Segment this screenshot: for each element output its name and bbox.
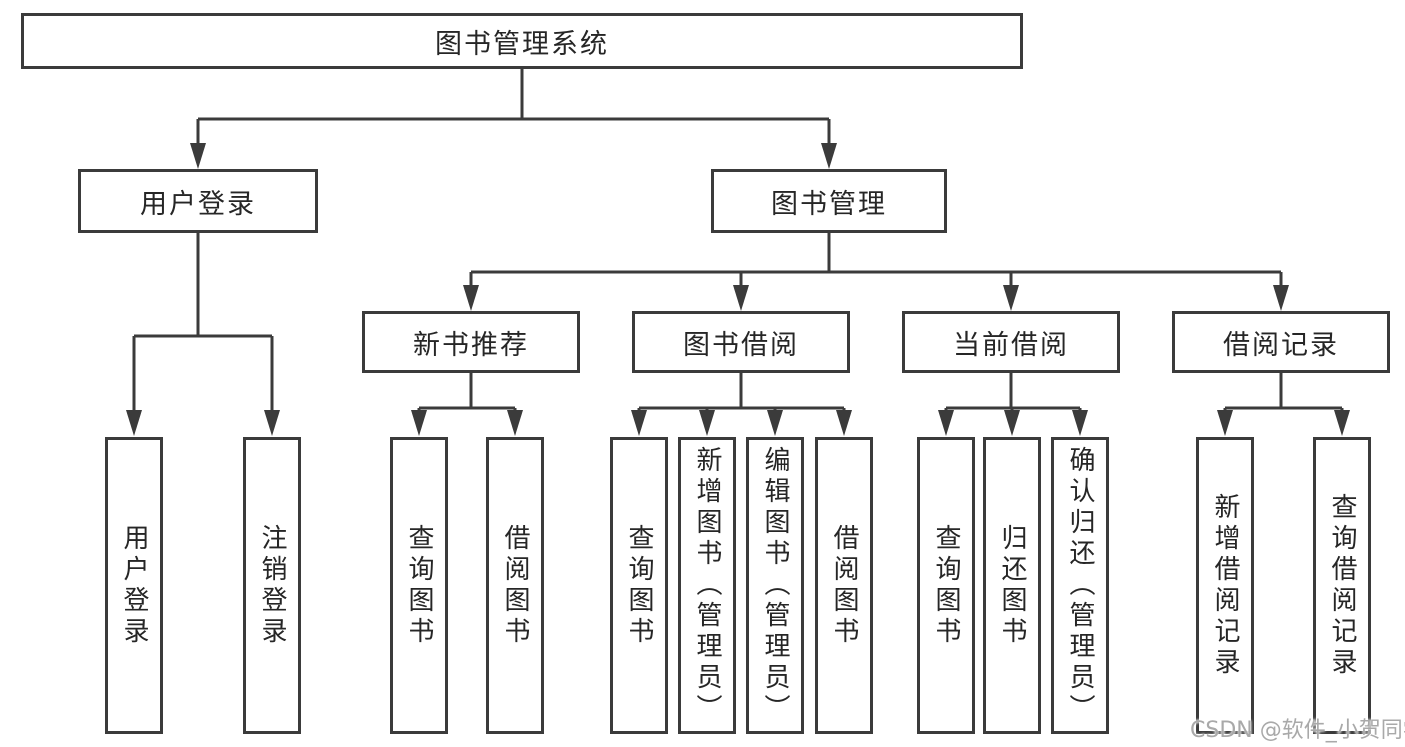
node-label: 用户登录 <box>140 188 256 220</box>
node-leaf-query-books-1: 查询图书 <box>390 437 448 734</box>
node-label: 借阅图书 <box>829 523 859 648</box>
node-label: 查询借阅记录 <box>1327 492 1357 679</box>
node-book-borrow: 图书借阅 <box>632 311 850 373</box>
node-label: 借阅图书 <box>500 523 530 648</box>
node-label: 图书管理 <box>771 188 887 220</box>
node-label: 借阅记录 <box>1223 329 1339 361</box>
node-leaf-query-books-3: 查询图书 <box>917 437 975 734</box>
csdn-watermark: CSDN @软件_小贺同学 <box>1190 718 1405 743</box>
node-leaf-return-books: 归还图书 <box>983 437 1041 734</box>
node-label: 编辑图书（管理员） <box>760 446 790 725</box>
node-label: 用户登录 <box>119 523 149 648</box>
node-label: 图书借阅 <box>683 329 799 361</box>
node-current-borrow: 当前借阅 <box>902 311 1120 373</box>
node-root: 图书管理系统 <box>21 13 1023 69</box>
node-label: 归还图书 <box>997 523 1027 648</box>
node-label: 图书管理系统 <box>435 28 609 60</box>
node-label: 查询图书 <box>624 523 654 648</box>
node-label: 注销登录 <box>257 523 287 648</box>
node-leaf-borrow-books-2: 借阅图书 <box>815 437 873 734</box>
node-new-book-recommend: 新书推荐 <box>362 311 580 373</box>
node-leaf-add-borrow-record: 新增借阅记录 <box>1196 437 1254 734</box>
node-label: 当前借阅 <box>953 329 1069 361</box>
node-leaf-query-books-2: 查询图书 <box>610 437 668 734</box>
node-leaf-logout: 注销登录 <box>243 437 301 734</box>
node-label: 新书推荐 <box>413 329 529 361</box>
node-book-management: 图书管理 <box>711 169 947 233</box>
node-borrow-records: 借阅记录 <box>1172 311 1390 373</box>
node-label: 确认归还（管理员） <box>1065 446 1095 725</box>
node-leaf-query-borrow-record: 查询借阅记录 <box>1313 437 1371 734</box>
node-leaf-user-login: 用户登录 <box>105 437 163 734</box>
node-leaf-confirm-return-admin: 确认归还（管理员） <box>1051 437 1109 734</box>
node-label: 新增图书（管理员） <box>692 446 722 725</box>
node-user-login: 用户登录 <box>78 169 318 233</box>
node-leaf-add-book-admin: 新增图书（管理员） <box>678 437 736 734</box>
node-label: 查询图书 <box>931 523 961 648</box>
node-leaf-edit-book-admin: 编辑图书（管理员） <box>746 437 804 734</box>
node-leaf-borrow-books-1: 借阅图书 <box>486 437 544 734</box>
node-label: 查询图书 <box>404 523 434 648</box>
node-label: 新增借阅记录 <box>1210 492 1240 679</box>
